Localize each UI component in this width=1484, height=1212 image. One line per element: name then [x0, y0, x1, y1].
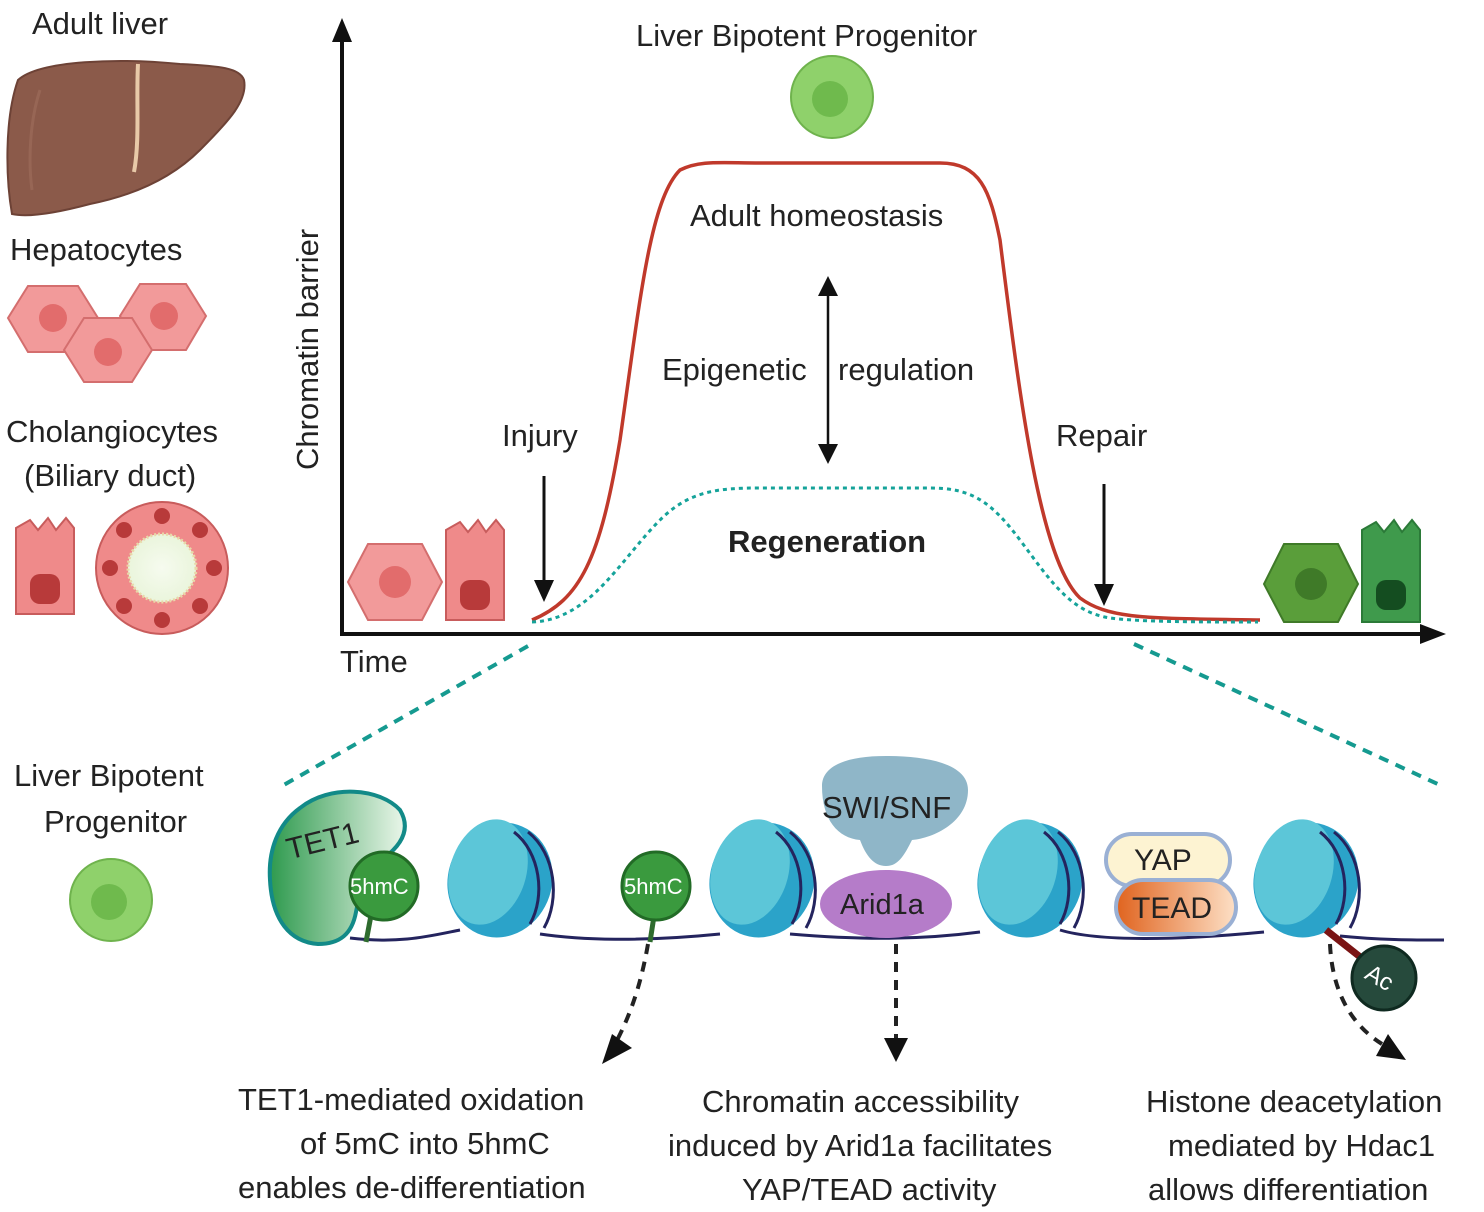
chromatin-barrier-curve: [531, 160, 1261, 622]
injury-hepatocyte-cell: [346, 543, 444, 621]
y-axis-label: Chromatin barrier: [290, 229, 325, 470]
nucleosome-3: [977, 819, 1085, 938]
hmc-marker-1: 5hmC: [348, 850, 420, 943]
dna-strand: [349, 928, 1445, 942]
arid1a-effect-arrow: [884, 944, 908, 1062]
cholangiocytes-illustration: [15, 501, 229, 635]
progenitor-cell-top: [790, 55, 874, 139]
epigenetic-label: Epigenetic: [662, 352, 807, 387]
regulation-label: regulation: [838, 352, 974, 387]
adult-homeostasis-label: Adult homeostasis: [690, 198, 943, 233]
tet1-caption-line1: TET1-mediated oxidation: [238, 1082, 584, 1117]
hmc-marker-2: 5hmC: [620, 850, 692, 943]
arid1a-label: Arid1a: [840, 889, 925, 921]
zoom-line-left: [281, 644, 529, 788]
top-progenitor-label: Liver Bipotent Progenitor: [636, 18, 977, 53]
repair-hepatocyte-cell: [1262, 543, 1360, 623]
hmc-label-2: 5hmC: [624, 874, 683, 899]
hdac-caption-line2: mediated by Hdac1: [1168, 1128, 1435, 1163]
hmc-label-1: 5hmC: [350, 874, 409, 899]
acetyl-group: Ac: [1323, 927, 1418, 1012]
progenitor-cell-left: [69, 858, 153, 942]
repair-arrow: [1094, 484, 1114, 606]
biliary-duct-label: (Biliary duct): [24, 458, 196, 493]
swi-snf-complex: Arid1a SWI/SNF: [820, 756, 968, 938]
epigenetic-double-arrow: [818, 276, 838, 464]
nucleosome-2: [709, 819, 817, 938]
tet1-enzyme: TET1: [267, 789, 407, 947]
hdac-effect-arrow: [1328, 943, 1406, 1060]
hdac-caption-line3: allows differentiation: [1148, 1172, 1428, 1207]
nucleosome-4: [1253, 819, 1361, 938]
progenitor-label-line2: Progenitor: [44, 804, 187, 839]
adult-liver-label: Adult liver: [32, 6, 168, 41]
yap-protein: YAP: [1104, 832, 1232, 888]
tet1-caption-line2: of 5mC into 5hmC: [300, 1126, 550, 1161]
zoom-line-right: [1133, 642, 1443, 788]
tead-protein: TEAD: [1114, 878, 1238, 936]
arid-caption-line3: YAP/TEAD activity: [742, 1172, 997, 1207]
cholangiocytes-label: Cholangiocytes: [6, 414, 218, 449]
x-axis: [340, 624, 1446, 644]
nucleosome-1: [447, 819, 555, 938]
regeneration-curve: [531, 486, 1259, 624]
tet1-effect-arrow: [602, 943, 650, 1064]
liver-illustration: [6, 60, 246, 217]
swi-snf-label: SWI/SNF: [822, 790, 951, 825]
hepatocytes-label: Hepatocytes: [10, 232, 182, 267]
x-axis-label: Time: [340, 644, 408, 679]
hdac-caption-line1: Histone deacetylation: [1146, 1084, 1442, 1119]
y-axis: [332, 18, 352, 634]
arid-caption-line2: induced by Arid1a facilitates: [668, 1128, 1052, 1163]
tet1-caption-line3: enables de-differentiation: [238, 1170, 586, 1205]
injury-label: Injury: [502, 418, 578, 453]
hepatocytes-illustration: [6, 283, 208, 383]
repair-label: Repair: [1056, 418, 1147, 453]
repair-cholangiocyte-cell: [1361, 518, 1421, 623]
progenitor-label-line1: Liver Bipotent: [14, 758, 204, 793]
injury-arrow: [534, 476, 554, 602]
regeneration-label: Regeneration: [728, 524, 926, 559]
yap-label: YAP: [1134, 844, 1192, 877]
arid-caption-line1: Chromatin accessibility: [702, 1084, 1019, 1119]
tead-label: TEAD: [1132, 892, 1212, 925]
injury-cholangiocyte-cell: [445, 518, 505, 621]
